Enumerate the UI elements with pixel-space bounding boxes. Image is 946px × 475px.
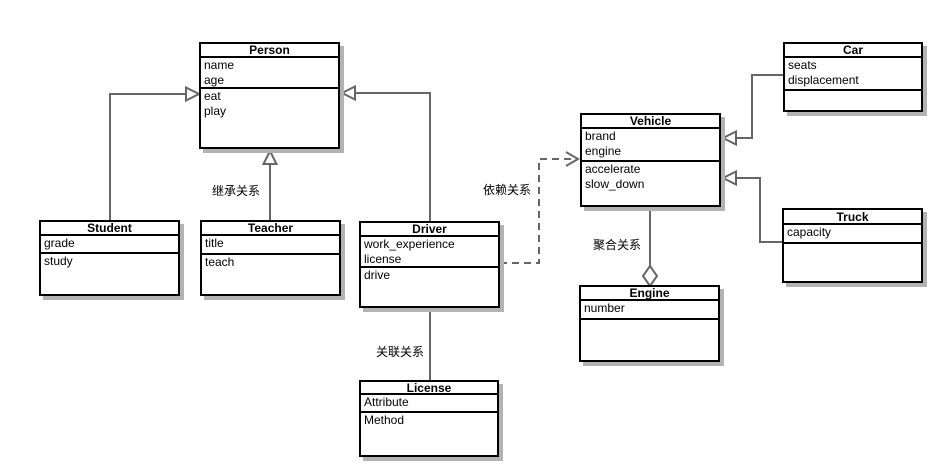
aggregation-label: 聚合关系 <box>592 238 643 252</box>
uml-class-truck[interactable]: Truck capacity <box>782 208 923 283</box>
class-name: Vehicle <box>582 115 719 129</box>
attributes-section: capacity <box>784 225 921 244</box>
attribute-row: grade <box>44 236 75 250</box>
uml-class-driver[interactable]: Driver work_experience license drive <box>359 221 500 308</box>
edge-car-vehicle-generalization[interactable] <box>720 74 783 147</box>
uml-class-vehicle[interactable]: Vehicle brand engine accelerate slow_dow… <box>580 113 721 207</box>
attribute-row: license <box>364 252 402 266</box>
edge-driver-vehicle-dependency[interactable] <box>500 151 580 264</box>
methods-section: eat play <box>201 89 338 147</box>
methods-section: drive <box>361 268 498 306</box>
methods-section: Method <box>361 413 497 455</box>
class-name: Student <box>41 222 178 236</box>
methods-section <box>785 91 921 110</box>
hollow-triangle-icon <box>720 129 737 147</box>
attribute-row: displacement <box>788 73 859 87</box>
method-row: Method <box>364 413 405 427</box>
method-row: eat <box>204 89 221 103</box>
attribute-row: engine <box>585 144 622 158</box>
attribute-row: name <box>204 58 235 72</box>
method-row: drive <box>364 268 391 282</box>
methods-section: accelerate slow_down <box>582 162 719 205</box>
attributes-section: seats displacement <box>785 58 921 91</box>
edge-student-person-generalization[interactable] <box>109 85 202 221</box>
edge-vehicle-engine-aggregation[interactable] <box>641 207 659 288</box>
edge-truck-vehicle-generalization[interactable] <box>720 169 782 243</box>
open-arrow-icon <box>565 151 580 167</box>
uml-class-person[interactable]: Person name age eat play <box>199 42 340 149</box>
class-name: Driver <box>361 223 498 237</box>
attributes-section: brand engine <box>582 129 719 162</box>
attributes-section: name age <box>201 58 338 89</box>
methods-section <box>581 320 718 360</box>
association-label: 关联关系 <box>375 345 426 359</box>
method-row: play <box>204 104 227 118</box>
class-name: Car <box>785 44 921 58</box>
method-row: study <box>44 254 73 268</box>
attributes-section: work_experience license <box>361 237 498 268</box>
attribute-row: capacity <box>787 225 832 239</box>
uml-class-student[interactable]: Student grade study <box>39 220 180 296</box>
hollow-triangle-icon <box>261 148 279 165</box>
uml-class-engine[interactable]: Engine number <box>579 285 720 362</box>
attribute-row: Attribute <box>364 395 409 409</box>
uml-class-license[interactable]: License Attribute Method <box>359 380 499 457</box>
dependency-label: 依赖关系 <box>482 183 533 197</box>
hollow-triangle-icon <box>339 84 356 102</box>
attribute-row: work_experience <box>364 237 455 251</box>
attributes-section: Attribute <box>361 395 497 413</box>
class-name: Person <box>201 44 338 58</box>
attribute-row: number <box>584 301 625 315</box>
uml-class-teacher[interactable]: Teacher title teach <box>200 220 341 296</box>
edge-driver-person-generalization[interactable] <box>339 84 431 222</box>
class-name: Engine <box>581 287 718 301</box>
hollow-diamond-icon <box>641 264 659 288</box>
attribute-row: title <box>205 236 224 250</box>
attribute-row: brand <box>585 129 616 143</box>
inheritance-label: 继承关系 <box>211 184 262 198</box>
edge-teacher-person-generalization[interactable] <box>261 148 279 220</box>
methods-section: teach <box>202 255 339 294</box>
class-name: Truck <box>784 210 921 225</box>
methods-section: study <box>41 254 178 294</box>
attributes-section: number <box>581 301 718 320</box>
hollow-triangle-icon <box>720 169 737 187</box>
hollow-triangle-icon <box>185 85 202 103</box>
uml-class-car[interactable]: Car seats displacement <box>783 42 923 112</box>
method-row: accelerate <box>585 162 641 176</box>
attribute-row: seats <box>788 58 817 72</box>
class-name: License <box>361 382 497 395</box>
method-row: slow_down <box>585 177 645 191</box>
class-name: Teacher <box>202 222 339 236</box>
methods-section <box>784 244 921 281</box>
attributes-section: grade <box>41 236 178 254</box>
attributes-section: title <box>202 236 339 255</box>
attribute-row: age <box>204 73 225 87</box>
method-row: teach <box>205 255 235 269</box>
